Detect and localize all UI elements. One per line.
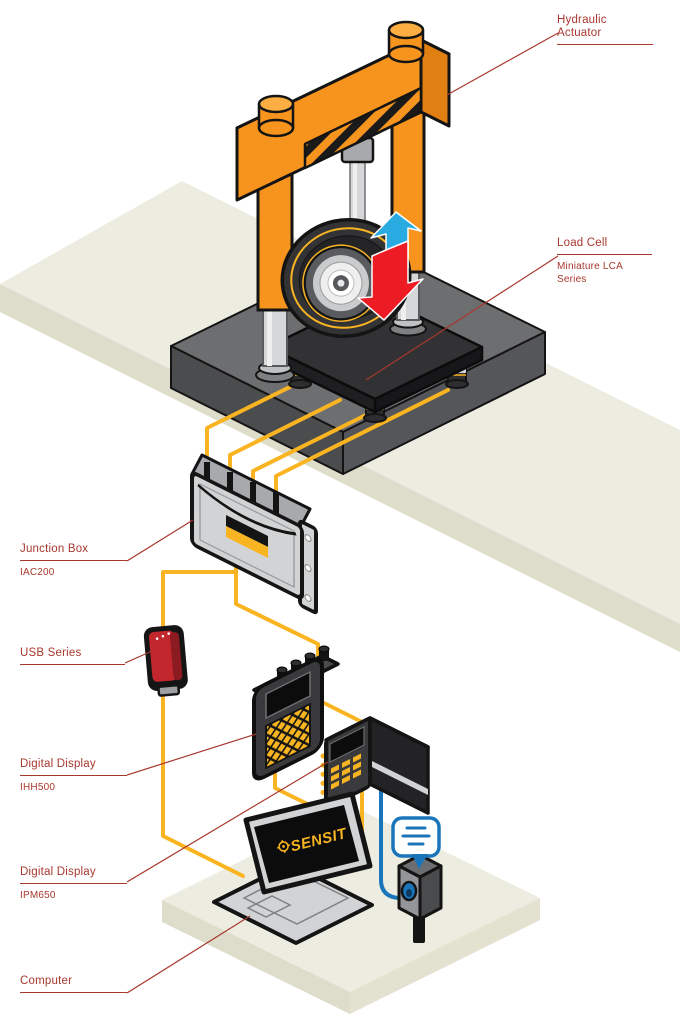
load-cell-cable-4 (274, 388, 450, 496)
label-hydraulic-actuator: Hydraulic Actuator (557, 14, 653, 45)
load-cell-cable-1 (205, 380, 302, 466)
tie-rod-cap (257, 94, 295, 138)
hazard-stripes (303, 86, 423, 170)
label-computer: Computer (20, 975, 127, 993)
panel-meter-ipm650 (324, 716, 430, 815)
leader-lines (124, 32, 559, 994)
laptop-trackpad (246, 895, 292, 918)
hydraulic-actuator-beam (235, 20, 451, 202)
label-subtitle: IAC200 (20, 567, 55, 578)
panel-meter-keys (331, 753, 361, 790)
sensor-post (413, 915, 425, 943)
handheld-keypad (265, 702, 311, 770)
leader-computer (126, 915, 251, 994)
cable-junction-to-panel-meter (234, 570, 372, 728)
label-title: Hydraulic Actuator (557, 14, 653, 45)
label-junction-box: Junction Box IAC200 (20, 543, 127, 579)
leader-load-cell (365, 255, 559, 381)
label-title: Digital Display (20, 866, 127, 884)
leader-ihh500 (126, 733, 257, 776)
speech-bubble-icon (391, 816, 441, 869)
junction-box-label (226, 515, 268, 548)
label-title: Junction Box (20, 543, 127, 561)
laptop: SENSIT (212, 791, 374, 945)
handheld-screen (265, 670, 311, 720)
label-title: Digital Display (20, 758, 127, 776)
force-arrows (357, 211, 424, 321)
label-subtitle: IPM650 (20, 890, 56, 901)
leader-ipm650 (126, 761, 329, 883)
tie-rod-cap (387, 20, 425, 64)
cable-junction-to-laptop (161, 558, 245, 878)
label-load-cell: Load Cell Miniature LCA Series (557, 237, 652, 286)
junction-box (190, 453, 318, 615)
label-title: Load Cell (557, 237, 652, 255)
left-column (255, 166, 295, 383)
blue-output-cable (379, 778, 400, 900)
handheld-display-ihh500 (252, 645, 340, 781)
label-subtitle: IHH500 (20, 782, 56, 793)
label-title: USB Series (20, 647, 125, 665)
panel-meter-screen (329, 726, 365, 763)
leader-hydraulic-actuator (446, 32, 559, 96)
junction-box-connectors (204, 462, 279, 514)
label-subtitle: Miniature LCA Series (557, 261, 623, 285)
label-digital-display-ipm650: Digital Display IPM650 (20, 866, 127, 902)
usb-stick (143, 625, 188, 697)
label-title: Computer (20, 975, 127, 993)
leader-usb-series (124, 650, 153, 664)
laptop-screen (254, 805, 359, 883)
label-digital-display-ihh500: Digital Display IHH500 (20, 758, 127, 794)
down-arrow (357, 240, 424, 321)
leader-junction-box (126, 519, 194, 562)
gear-icon (277, 839, 291, 853)
label-usb-series: USB Series (20, 647, 125, 665)
